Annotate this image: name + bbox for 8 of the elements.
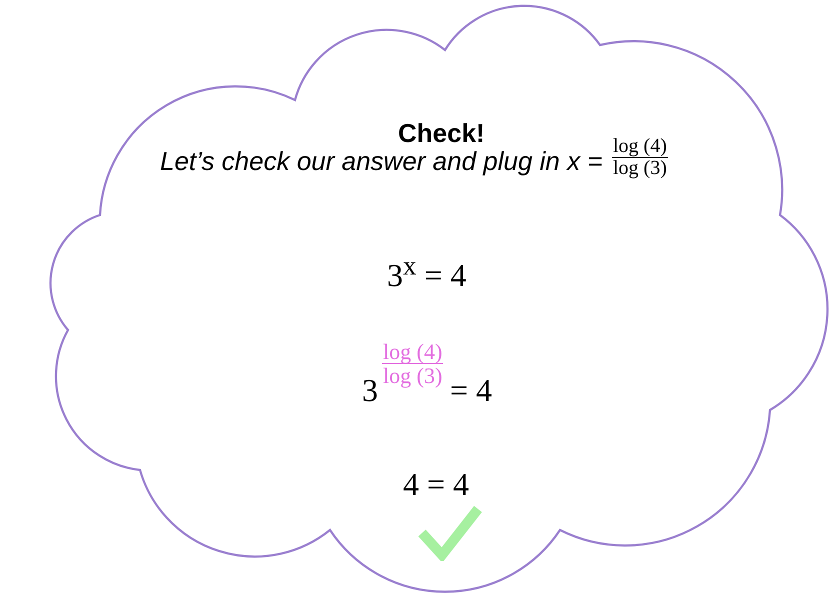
equation: = 4	[450, 372, 492, 408]
instruction-text: Let’s check our answer and plug in x =	[160, 146, 603, 176]
heading: Check!	[398, 118, 485, 148]
equation: 4 = 4	[403, 466, 470, 502]
equation: 3	[362, 372, 378, 408]
fraction: log (4) log (3)	[382, 340, 444, 388]
equation: 3$^{x}$ = 4	[387, 256, 466, 293]
fraction: log (4) log (3)	[612, 136, 668, 179]
